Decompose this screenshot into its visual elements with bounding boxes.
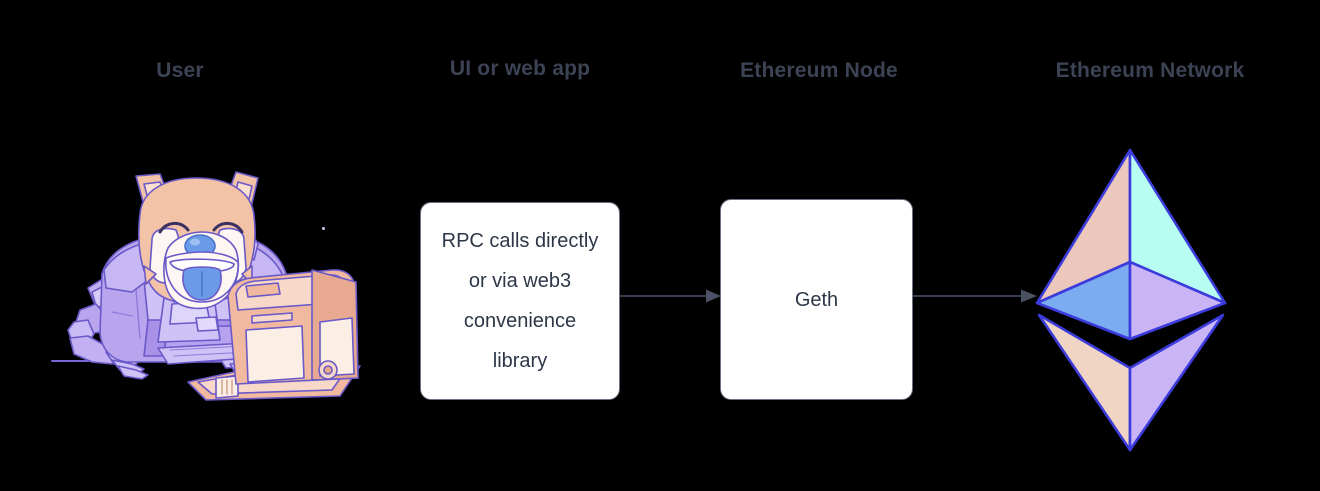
arrow-webapp-to-geth	[620, 289, 721, 303]
arrow-geth-to-network	[913, 289, 1037, 303]
node-box-webapp-label: RPC calls directly or via web3 convenien…	[441, 230, 599, 372]
column-title-ethereum-node: Ethereum Node	[740, 59, 898, 82]
node-box-geth[interactable]: Geth	[720, 199, 913, 400]
ethereum-diamond-logo	[1035, 148, 1227, 452]
column-title-ui-or-web-app: UI or web app	[449, 57, 591, 80]
node-box-geth-label: Geth	[794, 288, 839, 311]
column-title-ethereum-network: Ethereum Network	[1055, 59, 1245, 82]
decorative-speck	[322, 227, 325, 230]
node-box-webapp[interactable]: RPC calls directly or via web3 convenien…	[420, 202, 620, 400]
column-title-user: User	[156, 59, 204, 82]
shiba-inu-astronaut-icon	[51, 171, 361, 401]
